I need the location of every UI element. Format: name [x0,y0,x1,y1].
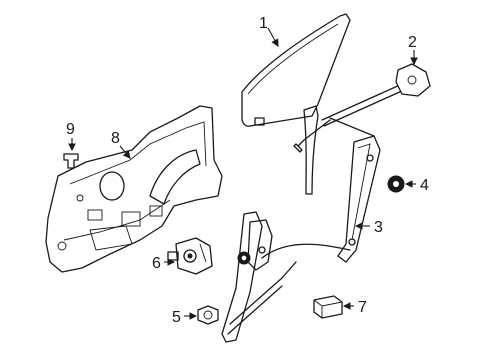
door-module-panel-part [45,105,223,273]
leader-8 [119,145,131,159]
leader-1 [267,27,279,47]
window-regulator-part [261,117,381,263]
nut-part [197,305,219,325]
callout-3: 3 [374,219,383,236]
callout-7: 7 [358,299,367,316]
callout-8: 8 [111,130,120,147]
door-glass-part [241,13,351,127]
window-motor-part [167,237,213,275]
callout-9: 9 [66,121,75,138]
bumper-block-part [313,295,343,319]
regulator-gear-part [387,175,405,193]
callout-2: 2 [408,34,417,51]
callout-6: 6 [152,255,161,272]
callout-1: 1 [259,15,268,32]
retaining-clip-part [63,153,79,169]
lower-regulator-arm-part [221,211,297,343]
upper-guide-bracket-part [293,63,431,195]
callout-5: 5 [172,309,181,326]
callout-4: 4 [420,177,429,194]
